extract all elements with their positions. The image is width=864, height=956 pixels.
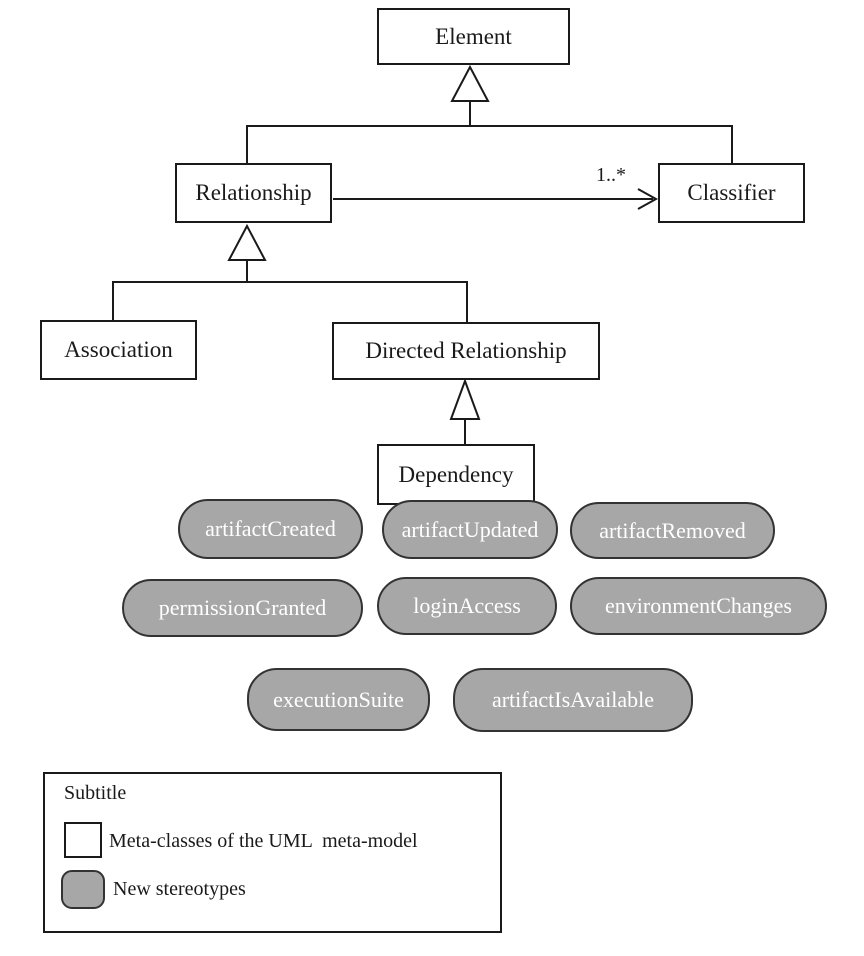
association-arrowhead xyxy=(637,188,659,210)
class-box-classifier: Classifier xyxy=(658,163,805,223)
legend-label-meta-classes: Meta-classes of the UML meta-model xyxy=(109,830,418,852)
legend-title: Subtitle xyxy=(64,782,127,804)
class-box-relationship: Relationship xyxy=(175,163,332,223)
legend-box: Subtitle Meta-classes of the UML meta-mo… xyxy=(43,772,502,933)
stereotype-artifact-removed: artifactRemoved xyxy=(570,502,775,559)
stereotype-artifact-is-available: artifactIsAvailable xyxy=(453,668,693,732)
stereotype-environment-changes: environmentChanges xyxy=(570,577,827,635)
class-label-relationship: Relationship xyxy=(195,180,312,205)
association-multiplicity-label: 1..* xyxy=(596,164,626,186)
stereotype-label: artifactRemoved xyxy=(599,517,746,543)
class-box-association: Association xyxy=(40,320,197,380)
class-label-dependency: Dependency xyxy=(398,461,514,487)
class-box-dependency: Dependency xyxy=(377,444,535,505)
class-label-directed-relationship: Directed Relationship xyxy=(365,338,567,363)
class-label-association: Association xyxy=(64,337,173,362)
legend-swatch-stereotype xyxy=(61,870,105,909)
stereotype-label: artifactUpdated xyxy=(401,516,539,542)
legend-label-new-stereotypes: New stereotypes xyxy=(113,878,246,900)
stereotype-label: environmentChanges xyxy=(605,593,792,618)
class-box-directed-relationship: Directed Relationship xyxy=(332,322,600,380)
generalization-triangle-element xyxy=(450,64,490,102)
class-label-classifier: Classifier xyxy=(687,180,776,205)
stereotype-execution-suite: executionSuite xyxy=(247,668,430,731)
generalization-triangle-relationship xyxy=(227,223,267,261)
stereotype-label: loginAccess xyxy=(413,593,521,618)
stereotype-permission-granted: permissionGranted xyxy=(122,579,363,637)
stereotype-label: artifactCreated xyxy=(205,516,336,541)
stereotype-label: artifactIsAvailable xyxy=(491,687,655,712)
stereotype-label: permissionGranted xyxy=(158,595,327,620)
stereotype-artifact-created: artifactCreated xyxy=(178,499,363,559)
legend-swatch-meta-class xyxy=(64,822,102,858)
stereotype-label: executionSuite xyxy=(273,686,404,712)
stereotype-artifact-updated: artifactUpdated xyxy=(382,500,558,559)
class-label-element: Element xyxy=(435,23,512,49)
stereotype-login-access: loginAccess xyxy=(377,577,557,635)
class-box-element: Element xyxy=(377,8,570,65)
generalization-triangle-directed-relationship xyxy=(449,378,481,420)
